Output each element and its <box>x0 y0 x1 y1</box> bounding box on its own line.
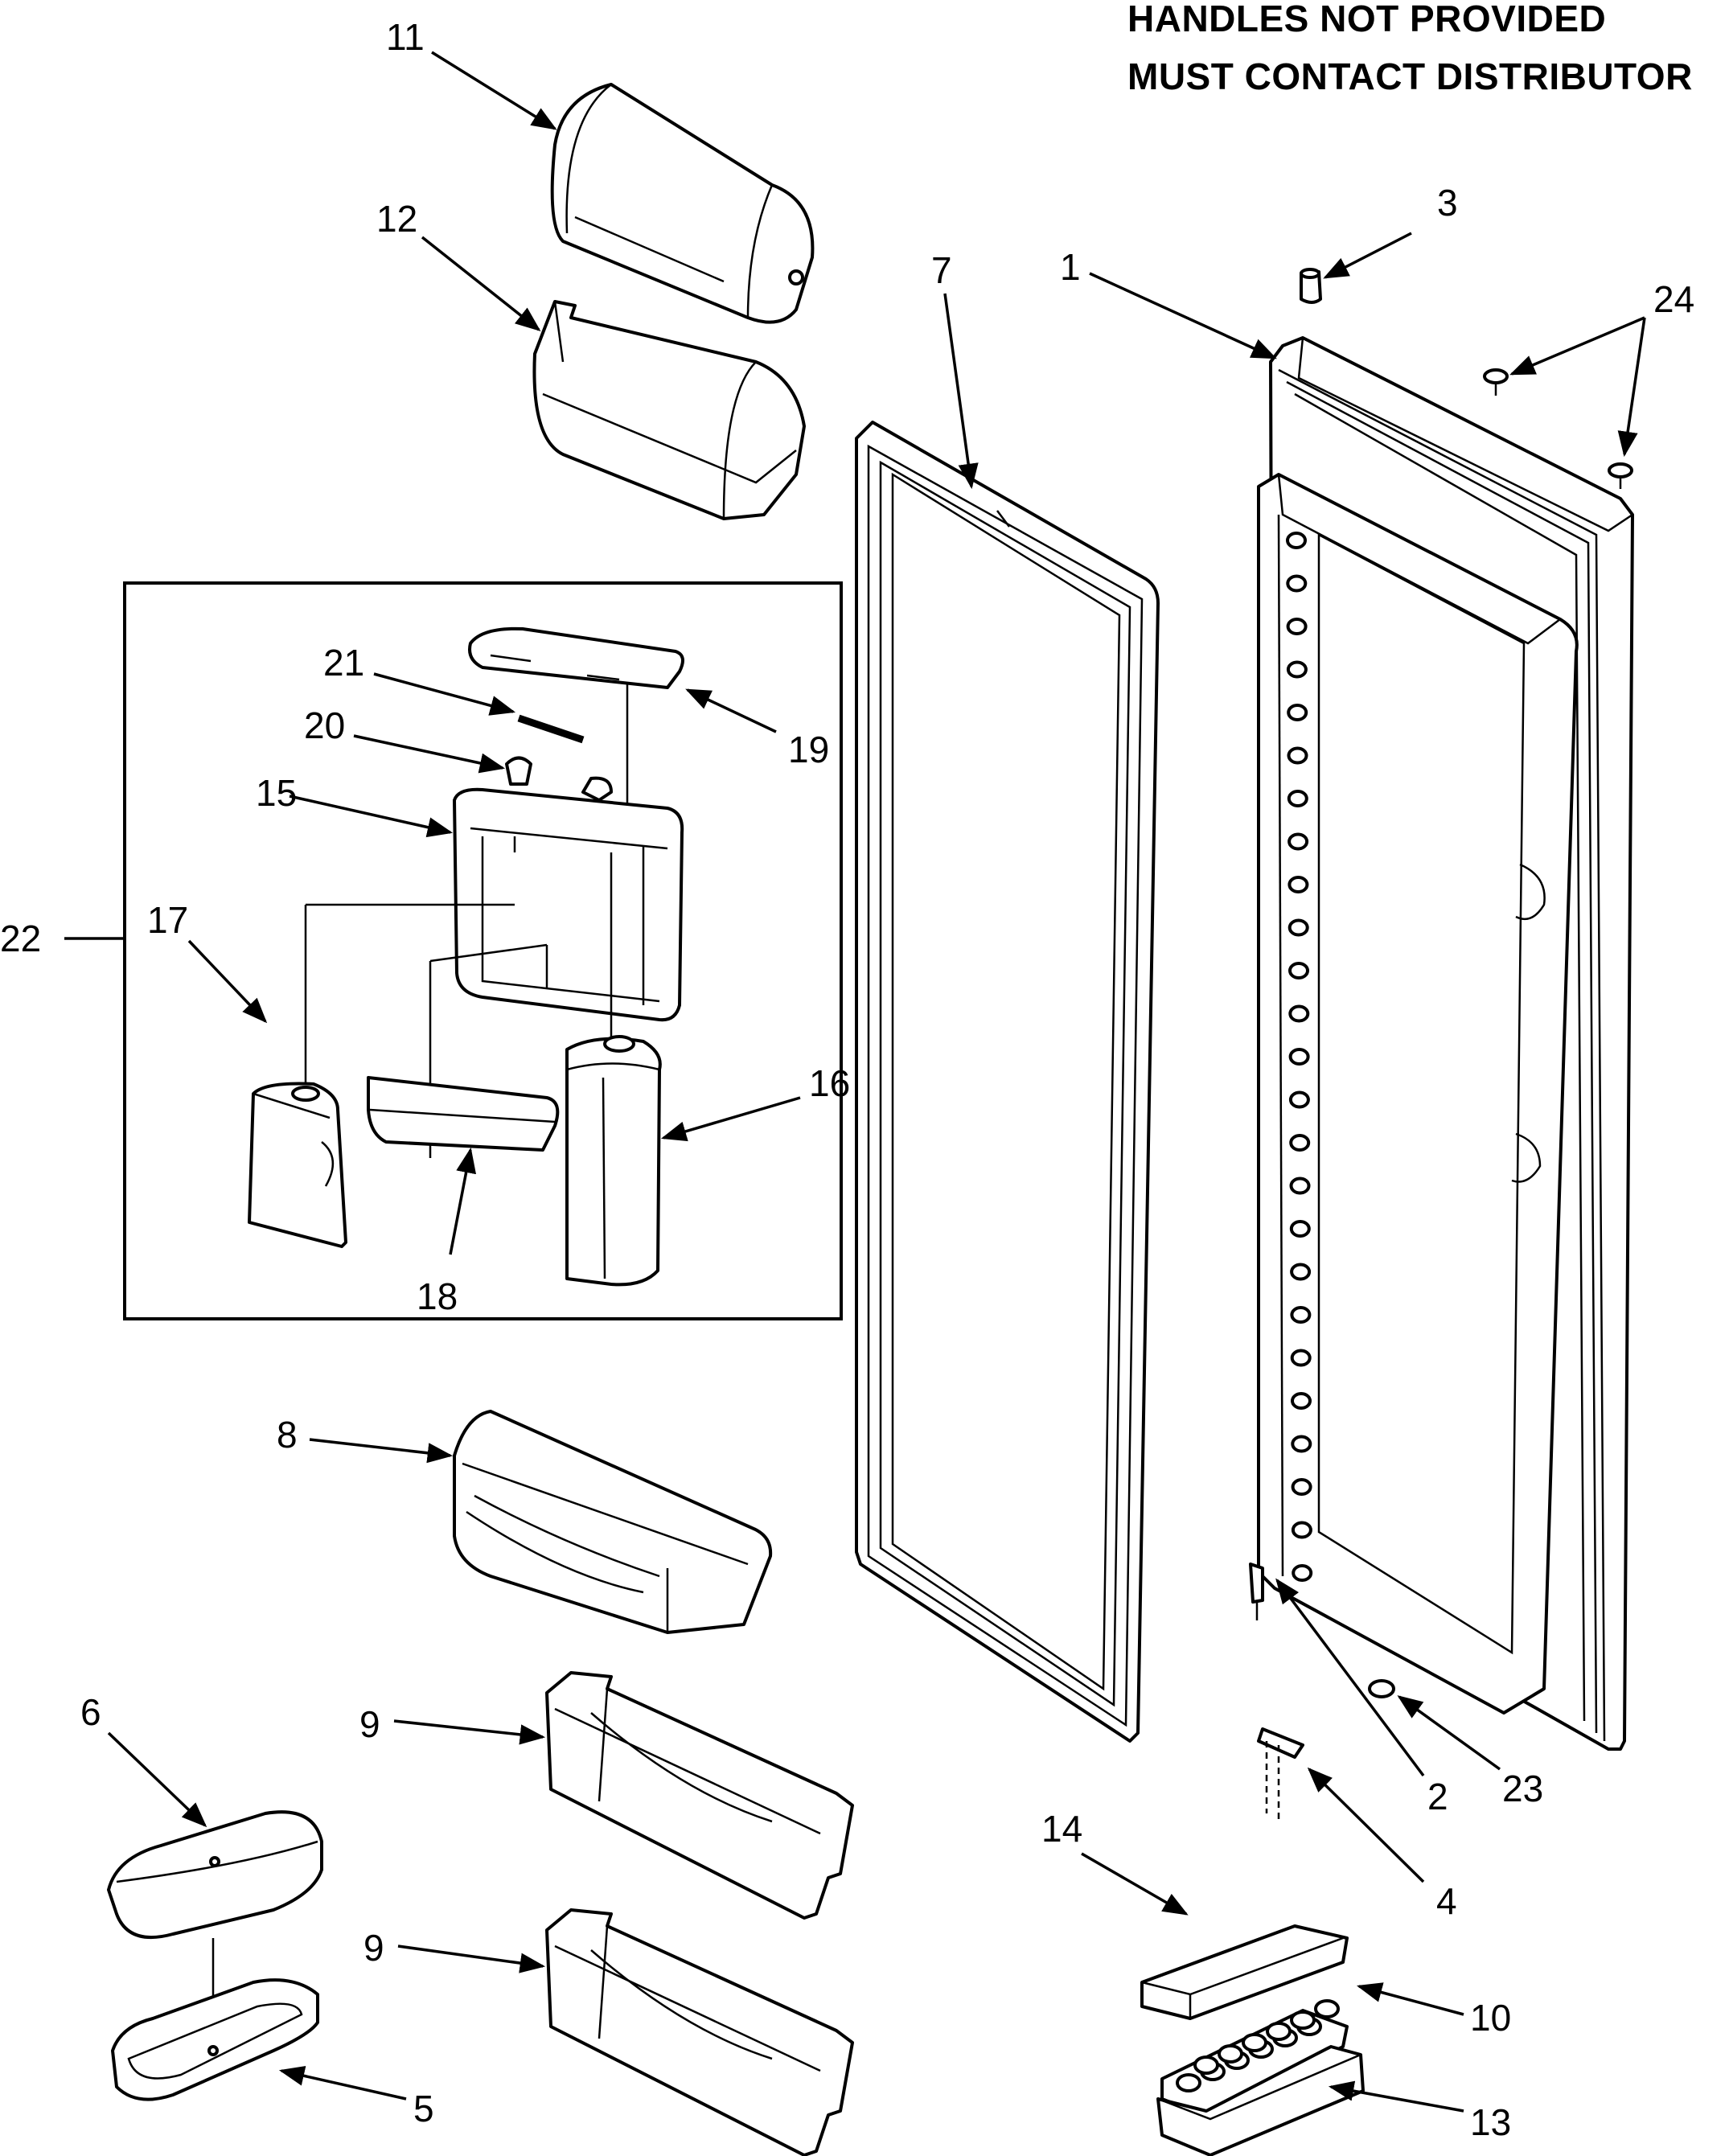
callout-6: 6 <box>80 1691 101 1733</box>
liner-dimple <box>1288 1090 1310 1109</box>
part-11-dairy-door <box>550 83 815 324</box>
part-16-right-door <box>565 1035 662 1287</box>
note-contact-distributor: MUST CONTACT DISTRIBUTOR <box>1127 55 1693 97</box>
liner-dimple <box>1291 1478 1312 1496</box>
leader-lines <box>64 51 1646 2113</box>
liner-dimple <box>1288 962 1309 979</box>
callout-2: 2 <box>1427 1776 1448 1817</box>
part-23-button <box>1368 1679 1395 1698</box>
callout-24: 24 <box>1653 278 1694 320</box>
part-2-hinge-pin <box>1249 1563 1264 1620</box>
part-14-egg-lid <box>1140 1924 1349 2020</box>
callout-17: 17 <box>147 899 188 941</box>
liner-dimple <box>1288 832 1309 851</box>
liner-dimple <box>1288 1048 1310 1066</box>
callout-21: 21 <box>323 642 364 684</box>
liner-dimple <box>1287 746 1308 765</box>
egg-cups <box>1176 1999 1340 2092</box>
liner-dimple <box>1292 1564 1313 1582</box>
egg-cup <box>1290 2010 1316 2030</box>
egg-cup <box>1266 2022 1292 2041</box>
liner-dimple <box>1291 1435 1312 1453</box>
egg-cup <box>1314 1999 1340 2018</box>
liner-dimple <box>1288 918 1309 937</box>
callout-7: 7 <box>931 249 952 291</box>
part-18-tray <box>367 1076 560 1152</box>
callout-8: 8 <box>277 1414 298 1456</box>
egg-cup <box>1218 2044 1243 2064</box>
liner-dimple <box>1286 618 1308 635</box>
callout-11: 11 <box>386 16 425 58</box>
liner-dimple <box>1287 704 1308 721</box>
callout-9-lower: 9 <box>363 1927 384 1969</box>
callout-22: 22 <box>0 918 41 959</box>
liner-dimple <box>1290 1306 1312 1324</box>
liner-dimple <box>1289 1177 1311 1195</box>
callout-15: 15 <box>256 772 297 814</box>
egg-cup <box>1193 2055 1219 2075</box>
part-12-dairy-bin <box>532 300 806 520</box>
liner-dimple <box>1291 1521 1312 1539</box>
callout-18: 18 <box>417 1275 458 1317</box>
callout-10: 10 <box>1470 1997 1511 2039</box>
callout-9-upper: 9 <box>359 1703 380 1745</box>
callout-19: 19 <box>788 729 829 770</box>
liner-dimple <box>1289 1134 1311 1152</box>
part-20-pivots <box>505 756 613 802</box>
assembly-22-box <box>123 581 843 1320</box>
liner-dimple <box>1286 660 1308 679</box>
part-9-door-bin-lower <box>545 1908 854 2156</box>
callout-4: 4 <box>1436 1880 1457 1922</box>
callout-20: 20 <box>304 704 345 746</box>
part-21-rod <box>517 714 585 744</box>
liner-dimple <box>1287 790 1308 807</box>
liner-dimple <box>1290 1349 1312 1367</box>
callout-labels: 11 12 7 1 3 24 19 21 20 15 22 17 16 18 8… <box>0 16 1694 2143</box>
callout-1: 1 <box>1060 246 1081 288</box>
callout-14: 14 <box>1041 1808 1082 1850</box>
liner-dimples <box>1286 532 1313 1582</box>
liner-dimple <box>1289 1220 1311 1238</box>
note-handles-not-provided: HANDLES NOT PROVIDED <box>1127 0 1607 39</box>
part-24-plugs <box>1483 368 1633 489</box>
part-3-cap <box>1300 268 1322 304</box>
liner-dimple <box>1288 876 1309 893</box>
part-9-door-bin-upper <box>545 1671 854 1920</box>
callout-23: 23 <box>1502 1768 1543 1809</box>
callout-3: 3 <box>1437 182 1458 224</box>
part-7-gasket <box>855 421 1160 1743</box>
part-17-left-door <box>248 1082 347 1248</box>
callout-12: 12 <box>376 198 417 240</box>
liner-dimple <box>1288 1004 1310 1023</box>
part-13-egg-bin <box>1156 2045 1365 2156</box>
egg-cup <box>1242 2033 1267 2052</box>
part-10-egg-tray <box>1160 1999 1349 2117</box>
callout-13: 13 <box>1470 2101 1511 2143</box>
part-4-hinge <box>1257 1727 1304 1821</box>
liner-dimple <box>1286 574 1308 593</box>
egg-cup <box>1176 2073 1201 2092</box>
liner-dimple <box>1291 1392 1312 1410</box>
part-1-liner <box>1257 473 1579 1715</box>
part-8-door-bin <box>453 1410 773 1634</box>
part-5-butter-tray <box>111 1978 319 2101</box>
liner-dimple <box>1286 532 1307 549</box>
liner-dimple <box>1290 1263 1312 1281</box>
callout-16: 16 <box>809 1062 850 1104</box>
part-19-lid <box>468 626 684 812</box>
callout-5: 5 <box>413 2088 434 2129</box>
